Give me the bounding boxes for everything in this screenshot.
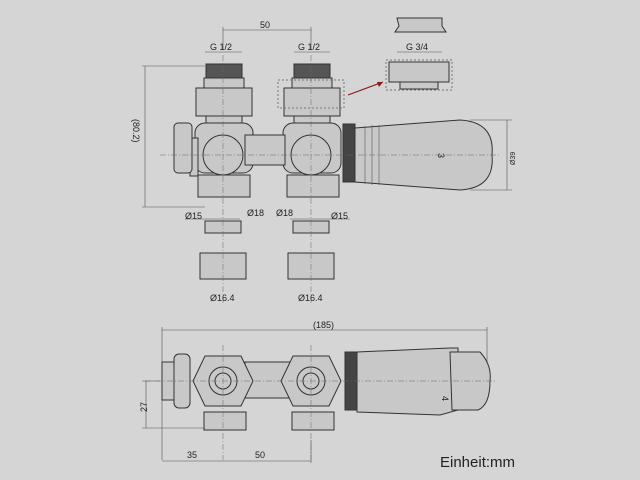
dim-head-diameter: Ø39	[510, 152, 517, 165]
dim-left-inner: Ø18	[247, 208, 264, 218]
thermostat-head: 3	[342, 119, 493, 191]
dim-top-spacing: 50	[260, 20, 270, 30]
dim-fitting-left: Ø16.4	[210, 293, 235, 303]
dim-right-inner: Ø18	[276, 208, 293, 218]
dim-adapter-thread: G 3/4	[406, 42, 428, 52]
dim-height: (80.2)	[131, 119, 141, 143]
dim-left-outer: Ø15	[185, 211, 202, 221]
dim-offset-height: 27	[139, 402, 149, 412]
thermostat-mark-front: 4	[440, 396, 450, 401]
dim-bottom-spacing: 50	[255, 450, 265, 460]
dim-fitting-right: Ø16.4	[298, 293, 323, 303]
dim-overall-length: (185)	[313, 320, 334, 330]
right-valve	[282, 63, 342, 280]
unit-label: Einheit:mm	[440, 454, 515, 471]
left-valve	[173, 63, 254, 280]
top-view: 50 G 1/2 G 1/2	[131, 17, 517, 305]
dim-thread-left: G 1/2	[210, 42, 232, 52]
dim-thread-right: G 1/2	[298, 42, 320, 52]
adapter-detail: G 3/4	[347, 17, 453, 96]
dim-right-outer: Ø15	[331, 211, 348, 221]
dim-bottom-offset: 35	[187, 450, 197, 460]
bridge-pipe	[244, 134, 286, 166]
front-view: (185) 4 27 35 50	[139, 320, 495, 463]
thermostat-mark-top: 3	[436, 153, 446, 158]
